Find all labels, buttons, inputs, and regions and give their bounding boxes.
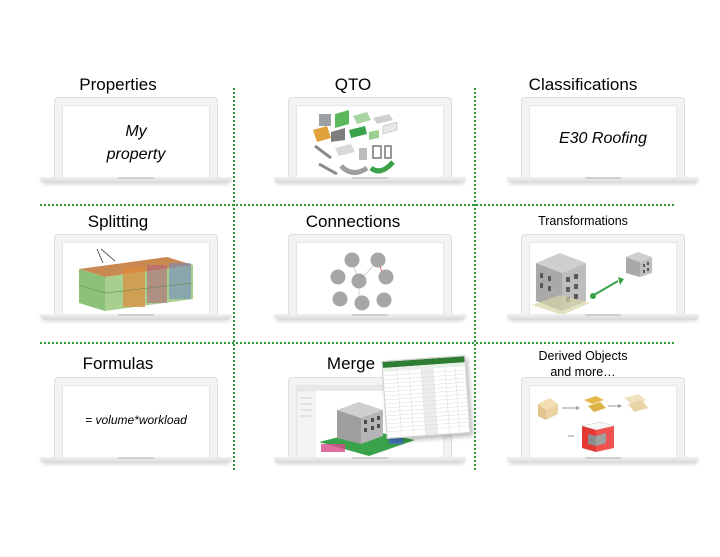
connections-node-graph	[330, 252, 394, 311]
spreadsheet-grid	[382, 356, 470, 437]
qto-component-illustration	[313, 110, 398, 176]
laptop-qto	[274, 97, 466, 187]
divider-vertical-right	[474, 88, 476, 470]
laptop-splitting	[40, 234, 232, 324]
properties-content: My property	[106, 123, 166, 163]
title-splitting: Splitting	[87, 212, 149, 231]
formulas-content: = volume*workload	[85, 413, 187, 427]
laptop-properties: My property	[40, 97, 232, 187]
title-qto: QTO	[334, 75, 372, 94]
derived-objects-illustration	[538, 394, 648, 452]
splitting-building-illustration	[78, 248, 194, 311]
title-properties: Properties	[79, 75, 157, 94]
title-connections: Connections	[305, 212, 401, 231]
title-formulas: Formulas	[82, 354, 154, 373]
laptop-connections	[274, 234, 466, 324]
divider-horizontal-top	[40, 204, 674, 206]
transformations-building-illustration	[532, 252, 652, 315]
title-derived-objects: Derived Objects and more…	[538, 349, 628, 379]
title-classifications: Classifications	[528, 75, 638, 94]
classifications-content: E30 Roofing	[558, 130, 648, 147]
laptop-formulas: = volume*workload	[40, 377, 232, 467]
title-transformations: Transformations	[538, 214, 628, 228]
divider-vertical-left	[233, 88, 235, 470]
title-merge: Merge	[326, 354, 376, 373]
laptop-derived-objects	[507, 377, 699, 467]
laptop-merge	[274, 377, 466, 467]
laptop-classifications: E30 Roofing	[507, 97, 699, 187]
divider-horizontal-bottom	[40, 342, 674, 344]
laptop-transformations	[507, 234, 699, 324]
merge-spreadsheet-window	[381, 355, 471, 439]
